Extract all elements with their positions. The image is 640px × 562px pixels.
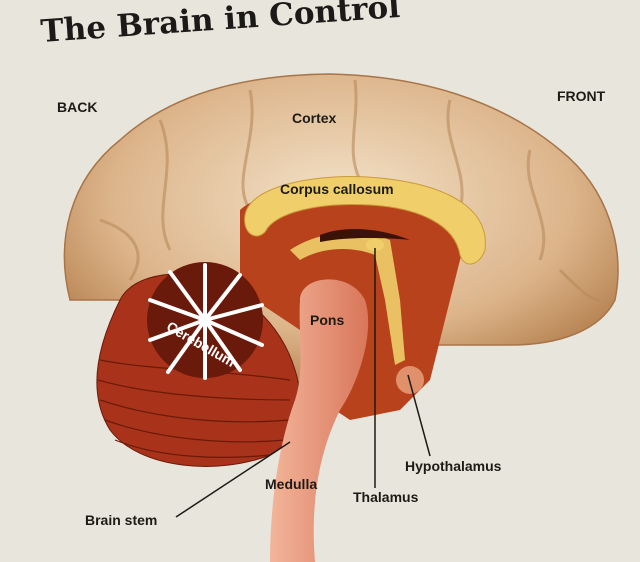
arbor-vitae [147, 262, 264, 380]
label-front: FRONT [557, 88, 606, 104]
thalamus-shape [366, 239, 384, 251]
label-corpus-callosum: Corpus callosum [280, 181, 394, 197]
label-cortex: Cortex [292, 110, 337, 126]
cortex-folds [99, 79, 601, 302]
label-pons: Pons [310, 312, 345, 328]
cerebellum-folia [97, 359, 291, 458]
fornix-shape [290, 232, 405, 365]
label-thalamus: Thalamus [353, 489, 419, 505]
corpus-callosum-shape [244, 176, 486, 265]
ventricle-shape [320, 228, 410, 242]
label-hypothalamus: Hypothalamus [405, 458, 502, 474]
leader-lines [175, 248, 431, 518]
label-medulla: Medulla [265, 476, 318, 492]
brain-stem-shape [270, 279, 369, 562]
label-back: BACK [57, 99, 98, 115]
label-brain-stem: Brain stem [85, 512, 158, 528]
